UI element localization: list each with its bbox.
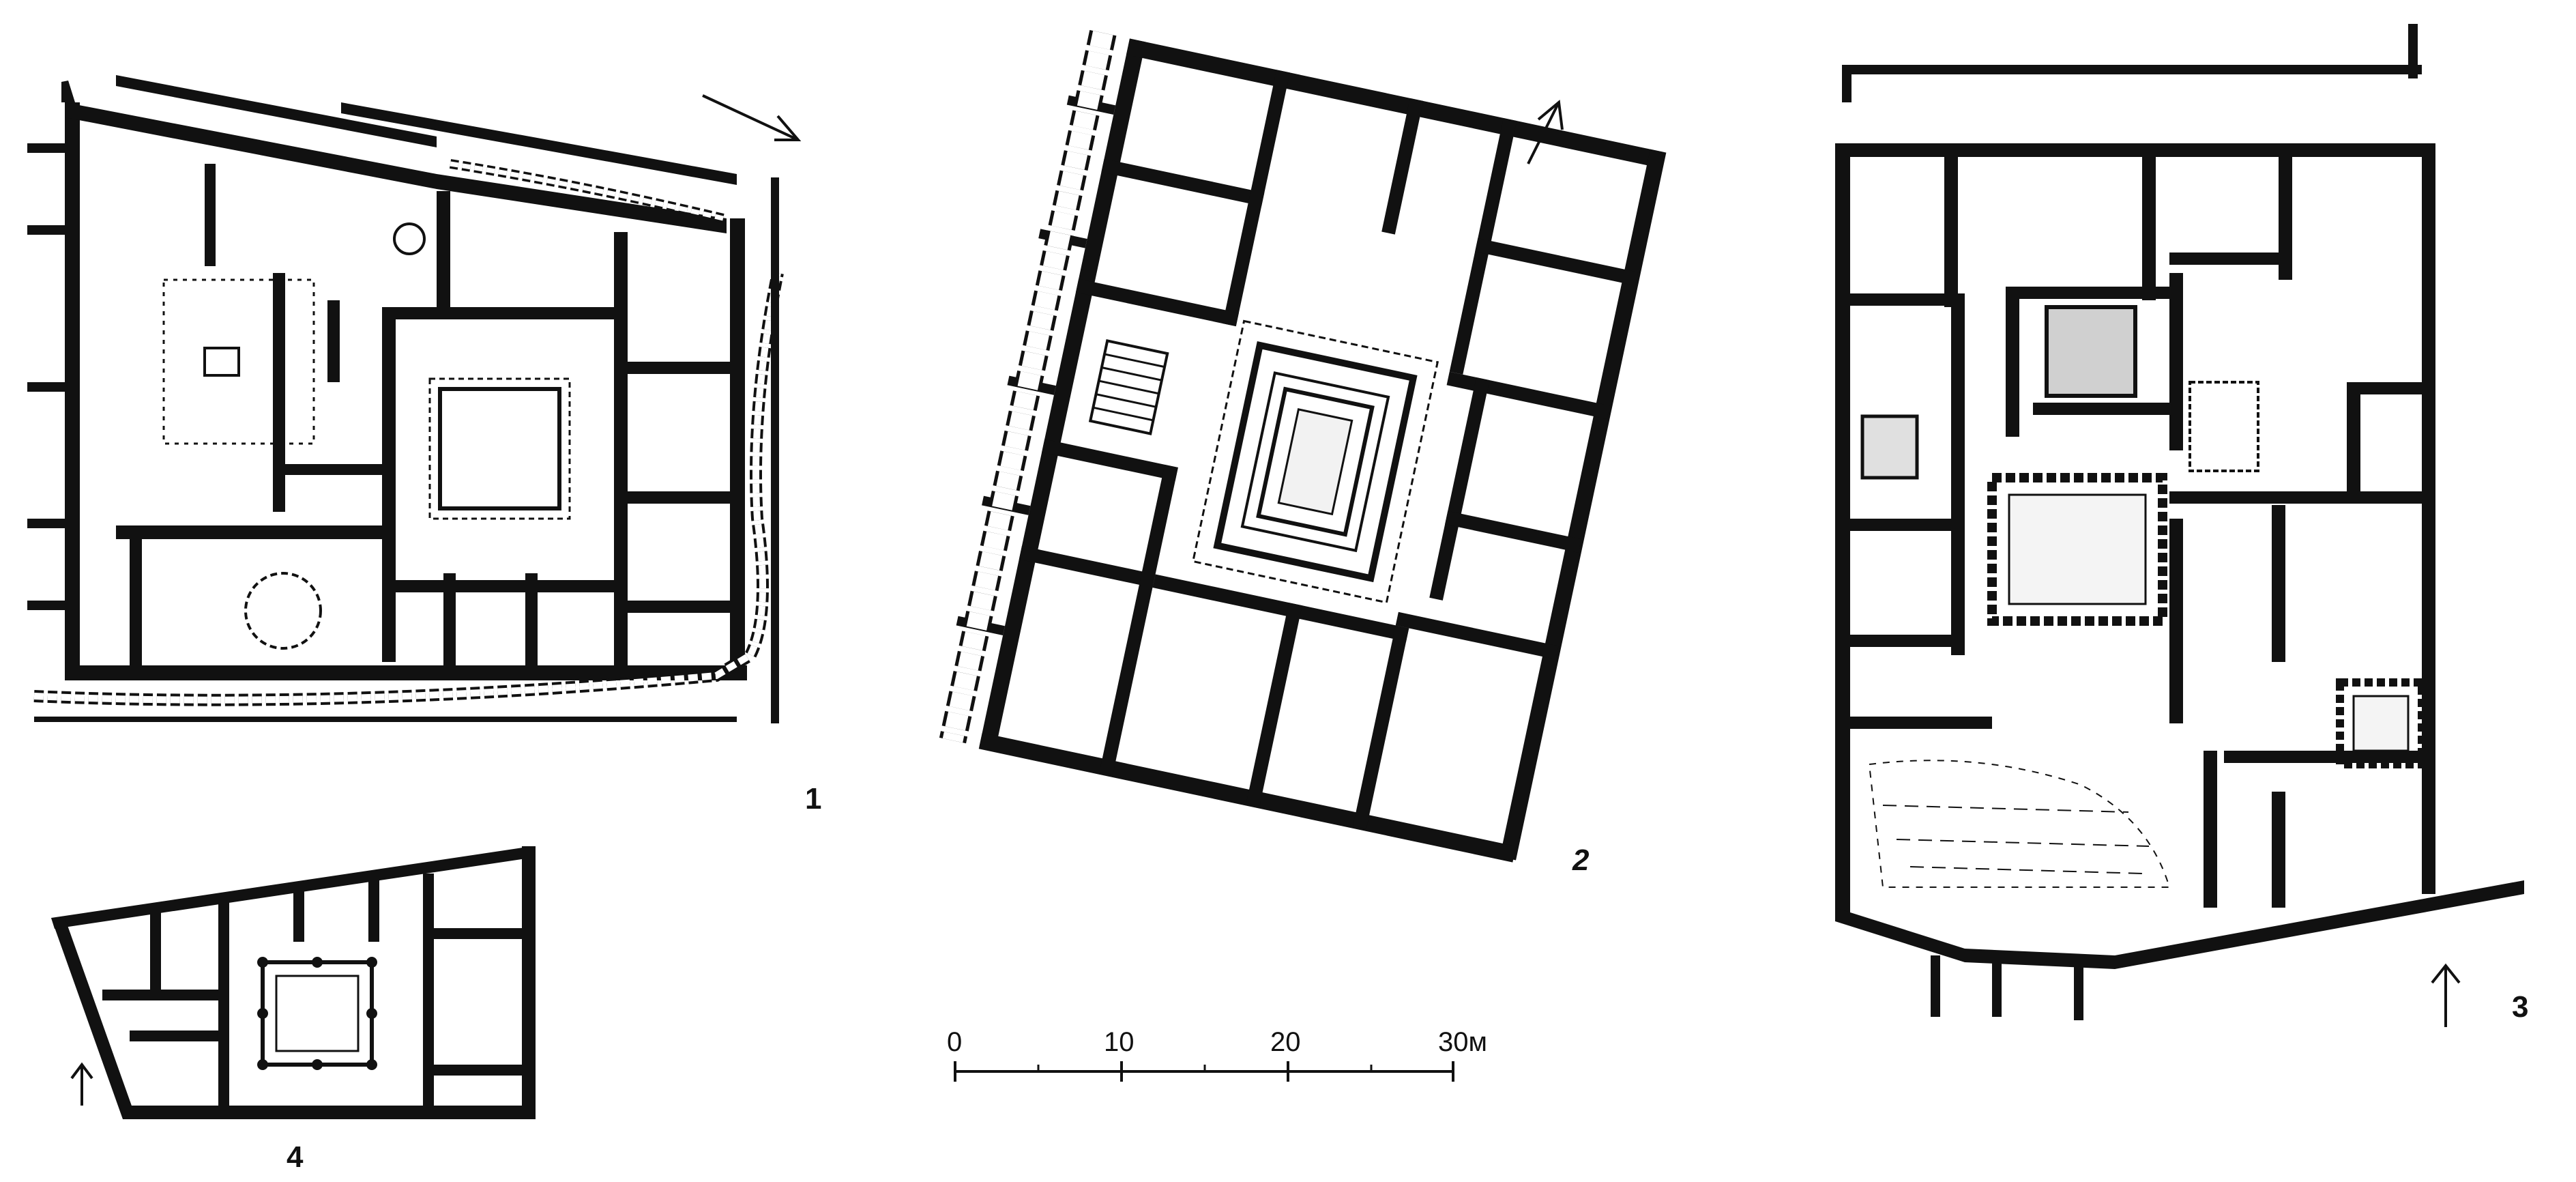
plan-4-north-arrow xyxy=(70,1062,93,1106)
plan-1-courtyard xyxy=(162,222,571,650)
plan-1-number: 1 xyxy=(805,782,821,816)
scale-tick-10: 10 xyxy=(1104,1027,1135,1057)
scale-tick-0: 0 xyxy=(947,1027,962,1057)
plan-3: 3 xyxy=(1835,24,2528,1027)
plan-3-courtyards xyxy=(1860,305,2426,888)
plan-2-number: 2 xyxy=(1572,844,1590,877)
plan-4-peristyle xyxy=(257,957,377,1070)
plan-2-north-arrow xyxy=(1527,100,1564,164)
plan-1-street xyxy=(33,159,784,723)
plan-4-walls xyxy=(51,846,536,1119)
plan-2-courtyard xyxy=(1088,319,1439,604)
plan-1-north-arrow xyxy=(702,94,802,141)
plan-4-number: 4 xyxy=(287,1140,304,1174)
scale-bar: 0 10 20 30м xyxy=(947,1027,1487,1082)
plan-2-street xyxy=(939,30,1117,744)
plan-2-walls xyxy=(956,38,1667,863)
scale-tick-30m: 30м xyxy=(1438,1027,1487,1057)
plan-3-walls xyxy=(1835,24,2524,1020)
scale-tick-20: 20 xyxy=(1270,1027,1301,1057)
plan-1-walls xyxy=(27,75,747,680)
plan-1: 1 xyxy=(27,75,821,816)
plan-3-number: 3 xyxy=(2512,990,2528,1024)
plan-2 xyxy=(939,30,1667,863)
plan-4: 4 xyxy=(51,846,536,1174)
plan-3-north-arrow xyxy=(2431,963,2461,1027)
